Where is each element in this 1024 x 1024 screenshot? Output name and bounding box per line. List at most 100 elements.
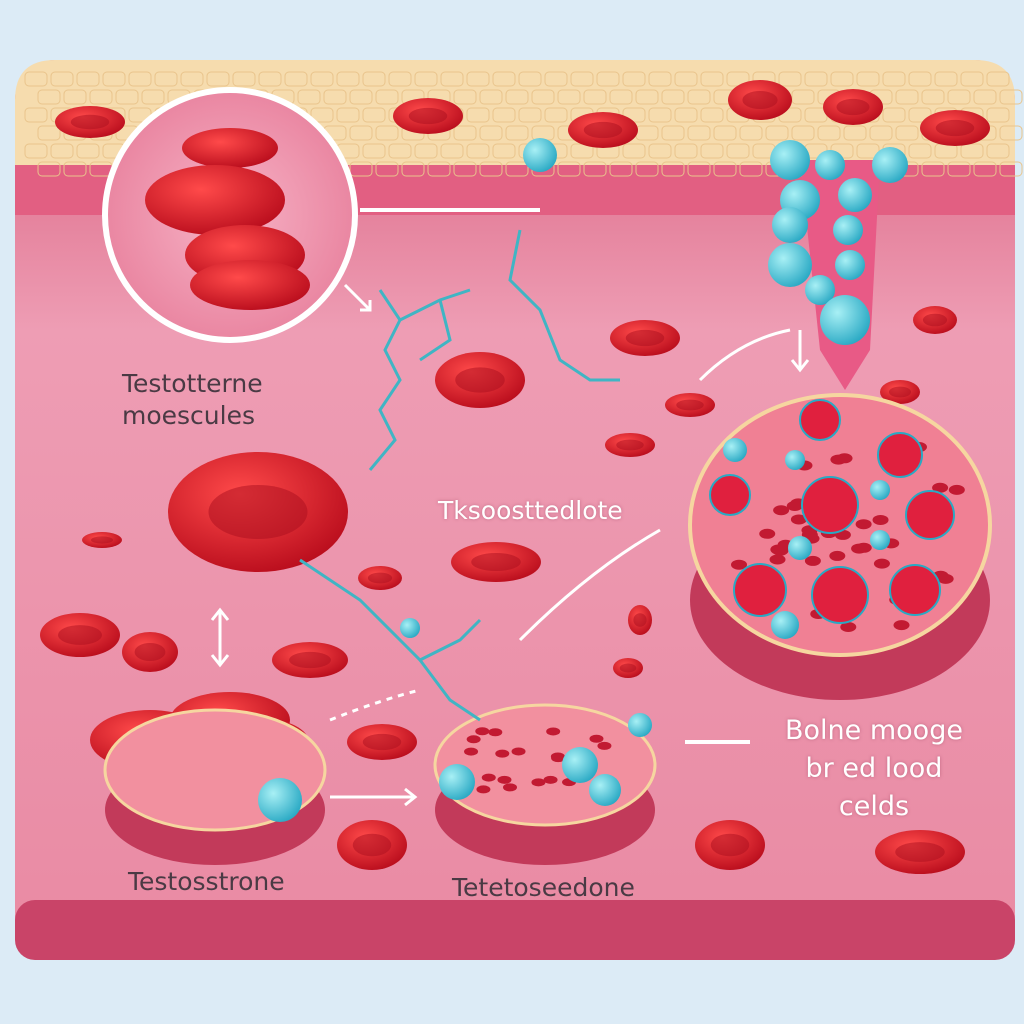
fat-cell <box>622 143 646 159</box>
fat-cell <box>765 125 789 141</box>
red-blood-cell <box>337 820 407 870</box>
fat-cell <box>869 125 893 141</box>
cyan-molecule <box>835 250 865 280</box>
disc-cell <box>589 734 604 743</box>
red-blood-cell <box>875 830 965 874</box>
marrow-cell <box>801 476 859 534</box>
marrow-label-line: Bolne mooge <box>785 715 963 746</box>
molecules-label: Testotterne moescules <box>122 368 263 432</box>
molecules-label-line: moescules <box>122 401 255 430</box>
fat-cell <box>791 89 815 105</box>
middle-label: Tksoosttedlote <box>438 496 623 525</box>
fat-cell <box>440 143 464 159</box>
fat-cell <box>362 143 386 159</box>
fat-cell <box>934 71 958 87</box>
disc-cell <box>475 727 490 736</box>
cyan-molecule <box>258 778 302 822</box>
cyan-molecule <box>523 138 557 172</box>
fat-cell <box>804 71 828 87</box>
red-blood-cell <box>728 80 792 120</box>
cyan-molecule <box>723 438 747 462</box>
fat-cell <box>284 71 308 87</box>
fat-cell <box>648 71 672 87</box>
disc-cell <box>466 735 481 744</box>
disc-cell <box>804 555 821 566</box>
cyan-molecule <box>820 295 870 345</box>
fat-cell <box>986 107 1010 123</box>
fat-cell <box>24 143 48 159</box>
fat-cell <box>661 125 685 141</box>
red-blood-cell <box>451 542 541 582</box>
fat-cell <box>921 89 945 105</box>
fat-cell <box>817 125 841 141</box>
fat-cell <box>557 161 581 177</box>
disc-cell <box>503 783 518 792</box>
fat-cell <box>310 71 334 87</box>
fat-cell <box>830 71 854 87</box>
fat-cell <box>37 89 61 105</box>
fat-cell <box>739 125 763 141</box>
fat-cell <box>102 71 126 87</box>
cyan-molecule <box>872 147 908 183</box>
molecule-chains <box>299 229 620 722</box>
fat-cell <box>362 107 386 123</box>
disc-cell <box>937 573 954 584</box>
fat-cell <box>388 143 412 159</box>
fat-cell <box>63 161 87 177</box>
fat-cell <box>50 143 74 159</box>
fat-cell <box>141 89 165 105</box>
fat-cell <box>986 71 1010 87</box>
disc-cell <box>759 528 776 539</box>
disc-cell <box>948 484 965 495</box>
red-blood-cell <box>613 658 643 678</box>
fat-cell <box>908 71 932 87</box>
red-blood-cell <box>40 613 120 657</box>
cyan-molecule <box>770 140 810 180</box>
fat-cell <box>687 125 711 141</box>
fat-cell <box>206 71 230 87</box>
fat-cell <box>622 71 646 87</box>
red-blood-cell <box>393 98 463 134</box>
fat-cell <box>999 125 1023 141</box>
disc-cell <box>731 559 748 570</box>
left-disc-label: Testosstrone <box>128 867 285 896</box>
middle-disc-label: Tetetoseedone <box>452 873 635 902</box>
fat-cell <box>362 71 386 87</box>
molecules-label-line: Testotterne <box>122 369 263 398</box>
tissue-base <box>15 900 1015 960</box>
fat-cell <box>648 107 672 123</box>
disc-cell <box>769 554 786 565</box>
disc-cell <box>481 773 496 782</box>
red-blood-cell <box>823 89 883 125</box>
red-blood-cell <box>55 106 125 138</box>
fat-cell <box>921 161 945 177</box>
fat-cell <box>349 125 373 141</box>
fat-cell <box>505 161 529 177</box>
disc-cell <box>543 775 558 784</box>
disc-cell <box>840 622 857 633</box>
fat-cell <box>674 107 698 123</box>
cyan-molecule <box>870 530 890 550</box>
fat-cell <box>700 107 724 123</box>
fat-cell <box>427 161 451 177</box>
fat-cell <box>999 161 1023 177</box>
fat-cell <box>323 89 347 105</box>
fat-cell <box>258 71 282 87</box>
cyan-molecule <box>589 774 621 806</box>
disc-cell <box>873 558 890 569</box>
red-blood-cell <box>665 393 715 417</box>
fat-cell <box>661 161 685 177</box>
fat-cell <box>375 89 399 105</box>
fat-cell <box>973 89 997 105</box>
red-blood-cell <box>568 112 638 148</box>
disc-contents <box>464 399 965 794</box>
disc-cell <box>546 727 561 736</box>
red-blood-cell <box>920 110 990 146</box>
cyan-molecule <box>772 207 808 243</box>
fat-cell <box>674 71 698 87</box>
fat-cell <box>349 161 373 177</box>
marrow-cell <box>811 566 869 624</box>
disc-cell <box>872 514 889 525</box>
cyan-molecule <box>815 150 845 180</box>
disc-cell <box>829 550 846 561</box>
